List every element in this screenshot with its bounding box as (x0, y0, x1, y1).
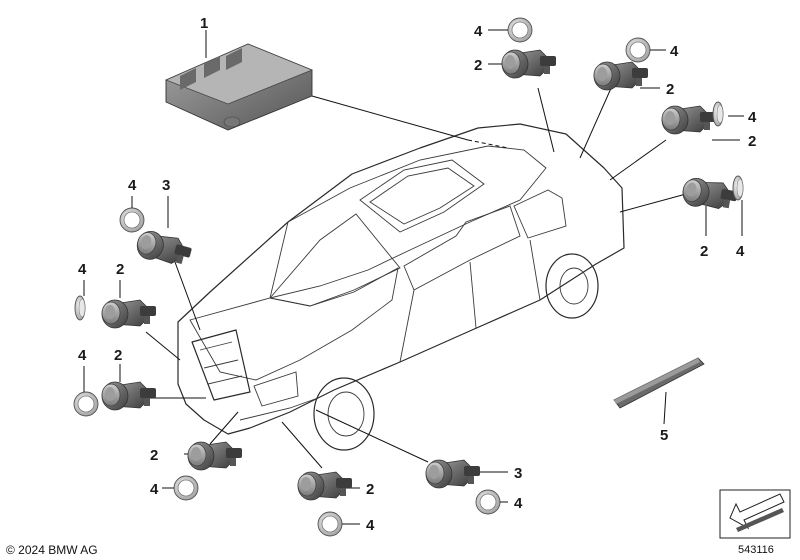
label-2-rt1: 2 (474, 57, 482, 74)
label-4-fb1: 4 (150, 481, 159, 498)
label-3-fr: 3 (514, 465, 522, 482)
navigation-arrow-icon (719, 489, 791, 539)
sensor-rear-right (661, 105, 740, 141)
leader-lines (145, 85, 687, 489)
ring-10 (475, 489, 501, 515)
sensor-front-low-1 (187, 441, 243, 471)
car-outline (177, 123, 625, 451)
label-2-fb1: 2 (150, 447, 158, 464)
sensor-rear-top-right (593, 61, 660, 91)
control-unit (164, 30, 314, 131)
label-4-fb2: 4 (366, 517, 375, 534)
copyright-text: © 2024 BMW AG (6, 543, 98, 557)
diagram-number: 543116 (738, 544, 774, 556)
label-4-rt1: 4 (474, 23, 483, 40)
ring-3 (712, 101, 724, 127)
label-5: 5 (660, 427, 668, 444)
label-1: 1 (200, 15, 208, 32)
label-4-fl2: 4 (78, 261, 87, 278)
label-3-fl1: 3 (162, 177, 170, 194)
part-numbers: 1 4 2 4 2 4 2 2 4 4 3 4 2 4 2 2 4 2 4 3 … (78, 15, 757, 534)
label-4-rr: 4 (748, 109, 757, 126)
label-2-rr: 2 (748, 133, 756, 150)
label-2-rt2: 2 (666, 81, 674, 98)
sensor-front-left-top (133, 196, 195, 270)
label-4-fr: 4 (514, 495, 523, 512)
ring-5 (119, 207, 145, 233)
sensor-rear-top-left (488, 49, 557, 79)
sensor-rear-side (680, 175, 740, 236)
ring-9 (317, 511, 343, 537)
label-4-fl3: 4 (78, 347, 87, 364)
label-2-fb2: 2 (366, 481, 374, 498)
ring-8 (173, 475, 199, 501)
label-4-fl1: 4 (128, 177, 137, 194)
sensor-front-left-mid (101, 280, 157, 329)
label-2-fl2: 2 (116, 261, 124, 278)
label-2-fl3: 2 (114, 347, 122, 364)
sensor-front-low-2 (297, 471, 353, 501)
ring-4 (732, 175, 744, 201)
adhesive-strip (613, 357, 705, 409)
ring-2 (625, 37, 651, 63)
sensor-front-left-low (101, 364, 157, 411)
label-4-rt2: 4 (670, 43, 679, 60)
ring-6 (74, 295, 86, 321)
sensor-front-right-alt (425, 459, 481, 489)
label-4-rs: 4 (736, 243, 745, 260)
ring-1 (507, 17, 533, 43)
ring-7 (73, 391, 99, 417)
label-2-rs: 2 (700, 243, 708, 260)
